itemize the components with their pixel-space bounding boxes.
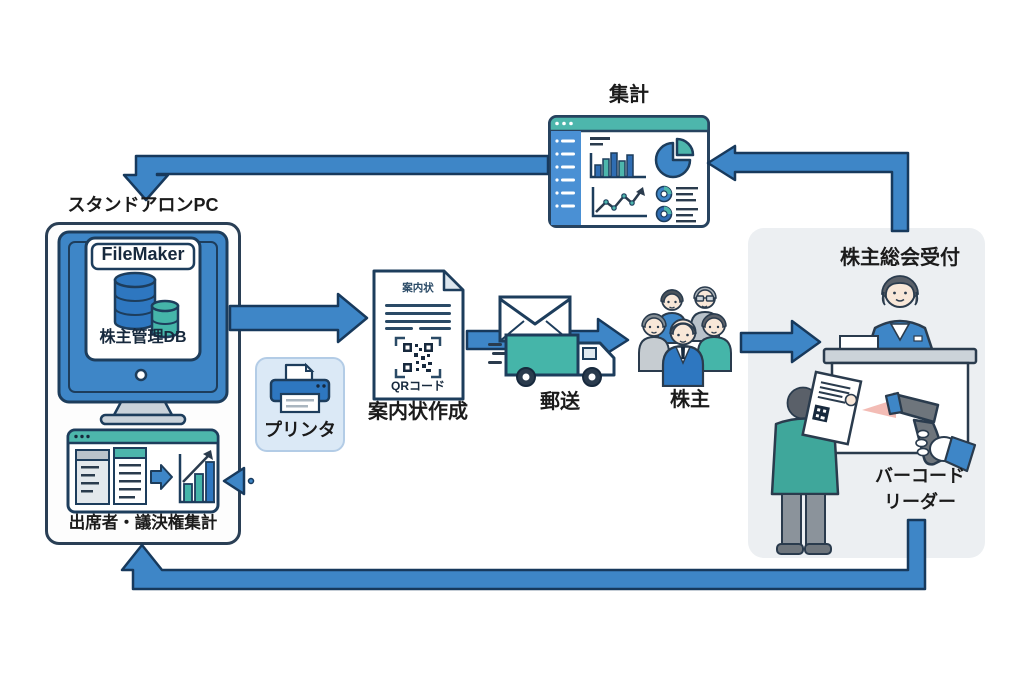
counter-paper bbox=[839, 335, 879, 350]
arrow-dashboard-to-pc bbox=[122, 154, 550, 202]
tally-window bbox=[66, 428, 220, 514]
arrow-reception-to-dashboard bbox=[706, 144, 910, 233]
shareholders-label: 株主 bbox=[670, 389, 710, 411]
delivery-truck-icon bbox=[504, 333, 616, 387]
database-icon bbox=[113, 271, 180, 339]
shareholders-illustration bbox=[638, 286, 732, 387]
transform-arrow-icon bbox=[150, 464, 173, 490]
printer-icon bbox=[269, 362, 331, 414]
filemaker-label: FileMaker bbox=[101, 244, 185, 264]
arrow-shareholders-to-reception bbox=[739, 319, 822, 364]
arrow-reception-to-tally bbox=[120, 518, 927, 591]
invitation-doc-title: 案内状 bbox=[402, 282, 434, 294]
invitation-label: 案内状作成 bbox=[368, 401, 468, 423]
arrowhead-into-tally bbox=[222, 466, 246, 496]
barcode-reader-label-line1: バーコード bbox=[875, 466, 965, 486]
standalone-pc-illustration bbox=[57, 230, 229, 514]
dashboard-bar-chart bbox=[589, 137, 646, 179]
held-invitation-document bbox=[801, 370, 863, 446]
filemaker-card bbox=[84, 236, 202, 362]
shareholder-db-label: 株主管理DB bbox=[99, 329, 187, 346]
reception-label: 株主総会受付 bbox=[840, 247, 960, 269]
dashboard-illustration bbox=[548, 115, 710, 228]
barcode-reader-icon bbox=[884, 391, 977, 473]
qr-code-icon bbox=[394, 336, 442, 379]
tally-label: 出席者・議決権集計 bbox=[68, 514, 218, 532]
dashboard-pie-chart bbox=[654, 137, 695, 179]
aggregation-label: 集計 bbox=[609, 84, 649, 106]
qr-caption: QRコード bbox=[390, 379, 445, 393]
visitor-hand bbox=[844, 393, 858, 407]
printer-label: プリンタ bbox=[264, 420, 336, 440]
arrow-pc-to-invitation bbox=[228, 292, 369, 344]
reception-illustration bbox=[770, 275, 978, 555]
person-mid-right bbox=[697, 313, 732, 372]
standalone-pc-label: スタンドアロンPC bbox=[67, 195, 219, 215]
barcode-reader-label-line2: リーダー bbox=[884, 492, 956, 512]
person-front bbox=[661, 318, 705, 387]
dashboard-sidebar bbox=[551, 131, 581, 225]
receptionist-figure bbox=[866, 275, 934, 351]
mailing-label: 郵送 bbox=[540, 391, 580, 413]
mail-truck-illustration bbox=[488, 295, 616, 387]
dashboard-line-chart bbox=[591, 187, 647, 218]
dashboard-donut-stats bbox=[655, 185, 698, 223]
invitation-document-illustration bbox=[372, 269, 465, 401]
